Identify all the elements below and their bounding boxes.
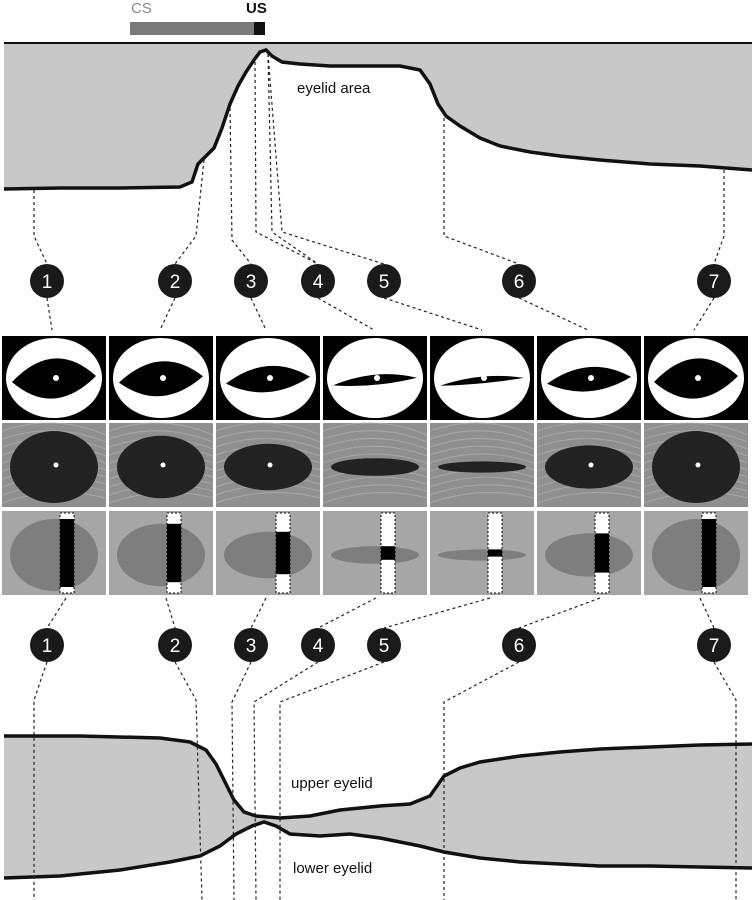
- bottom-connector-in-two: [165, 597, 176, 629]
- slit-panel-six: [537, 511, 641, 595]
- top-connector-out-five: [383, 297, 483, 331]
- lower-eyelid-label: lower eyelid: [293, 860, 372, 877]
- top-marker-six: [502, 264, 536, 298]
- mask-panel-seven: [644, 336, 748, 420]
- top-connector-out-six: [518, 297, 589, 331]
- bottom-connector-in-one: [46, 597, 67, 629]
- bottom-marker-one: [30, 628, 64, 662]
- eyelid-area-label: eyelid area: [297, 80, 371, 97]
- mask-panel-four: [323, 336, 427, 420]
- upper-eyelid-line: [4, 734, 752, 820]
- top-markers: 1 2 3 4 5 6 7: [30, 264, 731, 298]
- bottom-marker-label-two: 2: [170, 636, 181, 657]
- bottom-marker-two: [158, 628, 192, 662]
- eye-panel-two: [108, 422, 214, 507]
- slit-panel-three: [216, 511, 320, 595]
- eye-panel-four: [322, 422, 428, 507]
- drop-line-seven: [713, 661, 737, 900]
- bottom-marker-six: [502, 628, 536, 662]
- bottom-marker-label-three: 3: [246, 636, 257, 657]
- top-connector-out-four: [317, 297, 375, 331]
- bottom-marker-label-four: 4: [313, 636, 324, 657]
- top-connector-in-seven: [713, 170, 725, 265]
- us-label: US: [246, 0, 267, 17]
- slit-panel-two: [109, 511, 213, 595]
- bottom-connectors: [46, 597, 715, 629]
- lower-eyelid-line: [3, 820, 752, 880]
- bottom-connector-in-four: [317, 597, 377, 629]
- top-marker-five: [367, 264, 401, 298]
- drop-line-five: [279, 661, 385, 900]
- upper-eyelid-label: upper eyelid: [291, 775, 373, 792]
- drop-line-one: [33, 661, 48, 900]
- top-marker-label-six: 6: [514, 272, 525, 293]
- bottom-marker-three: [234, 628, 268, 662]
- top-marker-three: [234, 264, 268, 298]
- eye-panel-three: [215, 422, 321, 507]
- bottom-connector-in-seven: [699, 597, 715, 629]
- drop-lines: [33, 661, 737, 900]
- bottom-marker-four: [301, 628, 335, 662]
- eye-panel-one: [1, 422, 107, 507]
- eyelid-area-line: [3, 47, 752, 191]
- mask-panel-six: [537, 336, 641, 420]
- top-connector-out-seven: [693, 297, 715, 331]
- top-marker-label-two: 2: [170, 272, 181, 293]
- drop-line-six: [443, 661, 520, 900]
- us-bar: [254, 22, 265, 35]
- top-connector-in-four: [254, 61, 319, 265]
- bottom-connector-in-three: [250, 597, 267, 629]
- eyelid-area-trace: eyelid area: [3, 42, 752, 191]
- top-connector-out-three: [250, 297, 267, 331]
- top-connector-out-two: [159, 297, 176, 331]
- drop-line-two: [174, 661, 203, 900]
- top-marker-one: [30, 264, 64, 298]
- bottom-marker-label-seven: 7: [709, 636, 720, 657]
- mask-panel-five: [430, 336, 534, 420]
- bottom-connector-in-six: [518, 597, 601, 629]
- bottom-connector-in-five: [383, 597, 491, 629]
- slit-panel-one: [2, 511, 106, 595]
- mask-panel-one: [2, 336, 106, 420]
- bottom-marker-label-six: 6: [514, 636, 525, 657]
- slit-panel-five: [430, 511, 534, 595]
- drop-line-four: [253, 661, 319, 900]
- bottom-marker-label-five: 5: [379, 636, 390, 657]
- top-connector-in-three: [229, 107, 252, 265]
- mask-panel-two: [109, 336, 213, 420]
- bottom-markers: 1 2 3 4 5 6 7: [30, 628, 731, 662]
- cs-label: CS: [131, 0, 152, 17]
- slit-panel-seven: [644, 511, 748, 595]
- slit-panel-four: [323, 511, 427, 595]
- top-connectors: [33, 53, 725, 331]
- top-marker-label-three: 3: [246, 272, 257, 293]
- top-marker-label-seven: 7: [709, 272, 720, 293]
- bottom-marker-label-one: 1: [42, 636, 53, 657]
- bottom-marker-seven: [697, 628, 731, 662]
- eyelid-position-traces: upper eyelid lower eyelid: [3, 734, 752, 880]
- eye-panel-six: [536, 422, 642, 507]
- top-marker-two: [158, 264, 192, 298]
- top-marker-four: [301, 264, 335, 298]
- eye-panel-seven: [643, 422, 749, 507]
- bottom-marker-five: [367, 628, 401, 662]
- top-connector-in-two: [174, 159, 205, 265]
- top-connector-in-one: [33, 190, 48, 265]
- top-marker-label-five: 5: [379, 272, 390, 293]
- top-connector-out-one: [46, 297, 53, 331]
- mask-panel-three: [216, 336, 320, 420]
- drop-line-three: [231, 661, 252, 900]
- eyelid-area-fill: [4, 44, 752, 189]
- top-marker-seven: [697, 264, 731, 298]
- eye-panel-five: [429, 422, 535, 507]
- cs-bar: [130, 22, 254, 35]
- image-panels: [1, 336, 749, 595]
- top-marker-label-one: 1: [42, 272, 53, 293]
- top-marker-label-four: 4: [313, 272, 324, 293]
